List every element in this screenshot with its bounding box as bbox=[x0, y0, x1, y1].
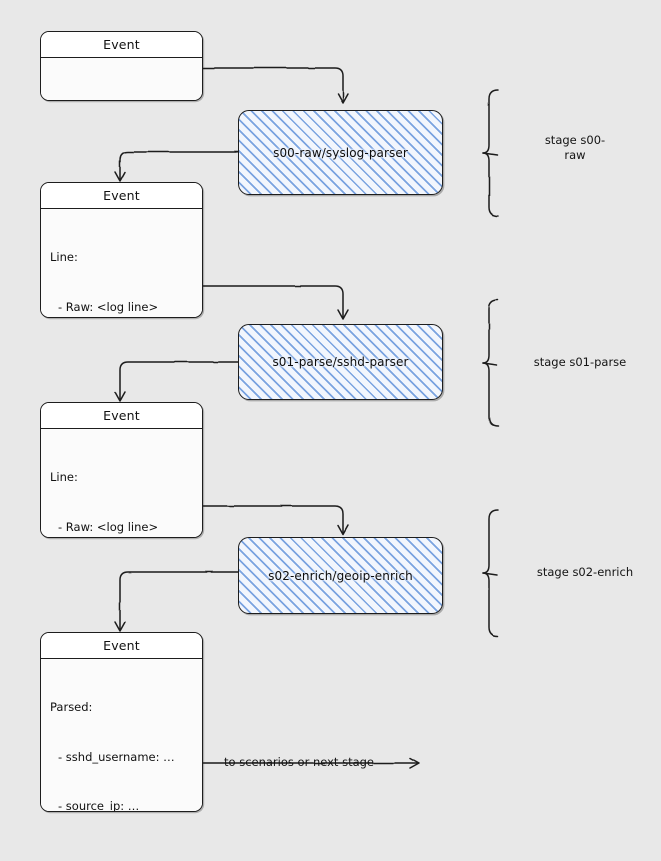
processor-box-s00-raw[interactable]: s00-raw/syslog-parser bbox=[238, 110, 443, 195]
processor-label: s00-raw/syslog-parser bbox=[273, 145, 408, 160]
event-box-parsed-sshd[interactable]: Event Line: - Raw: <log line> Parsed: - … bbox=[40, 402, 203, 538]
edge-caption-text: to scenarios or next stage bbox=[224, 755, 375, 769]
stage-bracket-s01-tick bbox=[482, 362, 498, 366]
event-box-title: Event bbox=[41, 32, 202, 58]
processor-label: s01-parse/sshd-parser bbox=[272, 355, 409, 369]
event-box-raw[interactable]: Event Line: - Raw: <log line> bbox=[40, 31, 203, 101]
stage-label-s00: stage s00- raw bbox=[520, 133, 630, 163]
section-item: - sshd_username: … bbox=[58, 749, 175, 764]
stage-bracket-s00-tick bbox=[482, 152, 498, 156]
connector-s02-to-event-enriched bbox=[114, 571, 241, 632]
connector-event-parsed-type-to-s01 bbox=[202, 285, 349, 320]
section-heading: Line: bbox=[50, 250, 78, 264]
stage-bracket-s02-tick bbox=[482, 572, 498, 576]
stage-label-line1: stage s02-enrich bbox=[536, 565, 634, 579]
event-box-title: Event bbox=[41, 633, 202, 659]
edge-caption-outgoing: to scenarios or next stage bbox=[224, 755, 374, 769]
stage-label-s01: stage s01-parse bbox=[520, 355, 640, 370]
event-box-title: Event bbox=[41, 403, 202, 429]
processor-box-s02-enrich[interactable]: s02-enrich/geoip-enrich bbox=[238, 537, 443, 614]
event-box-enriched[interactable]: Event Parsed: - sshd_username: … - sourc… bbox=[40, 632, 203, 812]
connector-s01-to-event-parsed-sshd bbox=[114, 361, 241, 402]
connector-event-raw-to-s00 bbox=[202, 67, 349, 104]
section-item: - Raw: <log line> bbox=[58, 299, 159, 314]
section-heading: Line: bbox=[50, 98, 202, 100]
section-heading: Parsed: bbox=[50, 700, 93, 714]
section-item: - source_ip: … bbox=[58, 799, 140, 812]
section-item: - Raw: <log line> bbox=[58, 519, 159, 534]
event-box-parsed-type[interactable]: Event Line: - Raw: <log line> Parsed: - … bbox=[40, 182, 203, 318]
event-section-parsed: Parsed: - sshd_username: … - source_ip: … bbox=[41, 659, 202, 812]
event-section-line: Line: - Raw: <log line> bbox=[41, 58, 202, 100]
connector-event-parsed-sshd-to-s02 bbox=[202, 505, 349, 535]
processor-box-s01-parse[interactable]: s01-parse/sshd-parser bbox=[238, 324, 443, 400]
stage-label-line2: raw bbox=[564, 148, 586, 162]
processor-label: s02-enrich/geoip-enrich bbox=[268, 568, 413, 583]
event-section-line: Line: - Raw: <log line> bbox=[41, 429, 202, 537]
connector-s00-to-event-parsed-type bbox=[114, 151, 241, 182]
section-heading: Line: bbox=[50, 470, 78, 484]
stage-label-line1: stage s01-parse bbox=[533, 355, 627, 369]
stage-label-s02: stage s02-enrich bbox=[520, 565, 650, 580]
stage-label-line1: stage s00- bbox=[544, 133, 606, 147]
event-box-title: Event bbox=[41, 183, 202, 209]
event-section-line: Line: - Raw: <log line> bbox=[41, 209, 202, 317]
